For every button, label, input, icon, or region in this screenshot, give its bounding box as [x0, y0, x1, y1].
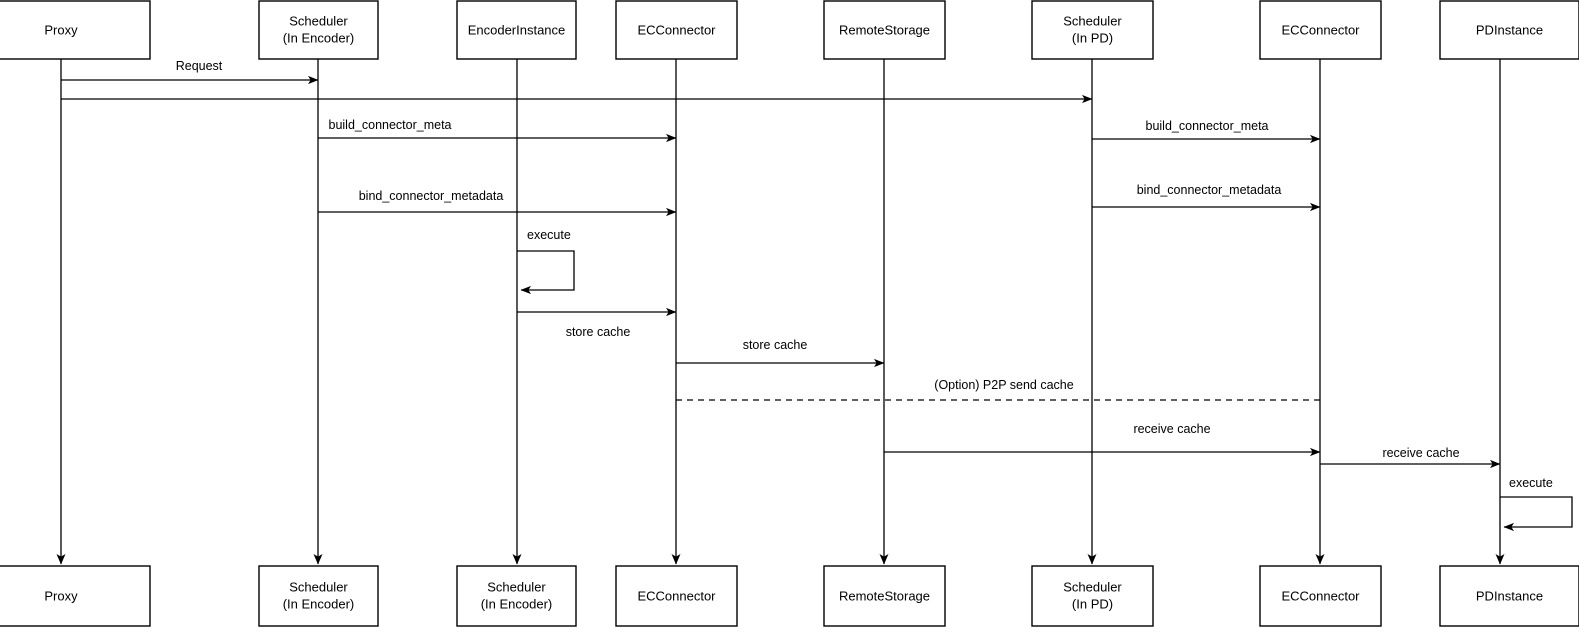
- participant-sublabel: (In Encoder): [283, 30, 355, 45]
- participant-box-bottom-pd_inst[interactable]: PDInstance: [1439, 565, 1579, 627]
- participant-label: ECConnector: [637, 22, 716, 37]
- participant-label: RemoteStorage: [839, 588, 930, 603]
- self-message-label-s2: execute: [1509, 476, 1553, 490]
- messages-group: Request build_connector_meta build_connect…: [61, 59, 1501, 469]
- message-label-m6: bind_connector_metadata: [1137, 183, 1282, 197]
- participant-box-top-remote_store[interactable]: RemoteStorage: [823, 0, 946, 60]
- participant-box-bottom-sched_enc[interactable]: Scheduler (In Encoder): [258, 565, 379, 627]
- self-messages-group: execute execute: [517, 228, 1573, 532]
- participant-sublabel: (In PD): [1072, 30, 1113, 45]
- participant-box-bottom-encoder_inst[interactable]: Scheduler (In Encoder): [456, 565, 577, 627]
- message-label-m9: (Option) P2P send cache: [934, 378, 1073, 392]
- participant-box-bottom-sched_pd[interactable]: Scheduler (In PD): [1031, 565, 1154, 627]
- self-message-s2[interactable]: [1500, 496, 1573, 532]
- message-label-m8: store cache: [743, 338, 808, 352]
- participant-box-bottom-ec_conn_left[interactable]: ECConnector: [615, 565, 738, 627]
- participant-sublabel: (In Encoder): [481, 596, 553, 611]
- participant-box-top-ec_conn_right[interactable]: ECConnector: [1259, 0, 1382, 60]
- message-label-m11: receive cache: [1382, 446, 1459, 460]
- participant-label: Proxy: [44, 588, 78, 603]
- participant-box-bottom-remote_store[interactable]: RemoteStorage: [823, 565, 946, 627]
- participant-label: Scheduler: [289, 579, 348, 594]
- participant-box-top-sched_enc[interactable]: Scheduler (In Encoder): [258, 0, 379, 60]
- participant-label: ECConnector: [1281, 22, 1360, 37]
- message-label-m4: build_connector_meta: [1146, 119, 1269, 133]
- participant-box-bottom-ec_conn_right[interactable]: ECConnector: [1259, 565, 1382, 627]
- participant-label: Scheduler: [1063, 579, 1122, 594]
- participant-label: EncoderInstance: [468, 22, 566, 37]
- participant-sublabel: (In Encoder): [283, 596, 355, 611]
- participant-label: Scheduler: [289, 13, 348, 28]
- participant-box-top-encoder_inst[interactable]: EncoderInstance: [456, 0, 577, 60]
- participant-label: ECConnector: [637, 588, 716, 603]
- participant-box-top-proxy[interactable]: Proxy: [0, 0, 151, 60]
- participant-box-bottom-proxy[interactable]: Proxy: [0, 565, 151, 627]
- participant-label: ECConnector: [1281, 588, 1360, 603]
- participant-label: Scheduler: [487, 579, 546, 594]
- message-label-m3: build_connector_meta: [329, 118, 452, 132]
- participant-sublabel: (In PD): [1072, 596, 1113, 611]
- participant-box-top-ec_conn_left[interactable]: ECConnector: [615, 0, 738, 60]
- message-label-m10: receive cache: [1133, 422, 1210, 436]
- message-label-m1: Request: [176, 59, 223, 73]
- participant-label: PDInstance: [1476, 22, 1543, 37]
- participant-box-top-pd_inst[interactable]: PDInstance: [1439, 0, 1579, 60]
- lifelines-group: [56, 59, 1505, 565]
- participant-box-top-sched_pd[interactable]: Scheduler (In PD): [1031, 0, 1154, 60]
- participant-label: PDInstance: [1476, 588, 1543, 603]
- self-message-s1[interactable]: [517, 250, 575, 295]
- top-participant-boxes: Proxy Scheduler (In Encoder) EncoderInstanc…: [0, 0, 1579, 60]
- self-message-label-s1: execute: [527, 228, 571, 242]
- bottom-participant-boxes: Proxy Scheduler (In Encoder) Scheduler (In E…: [0, 565, 1579, 627]
- message-label-m7: store cache: [566, 325, 631, 339]
- participant-label: Proxy: [44, 22, 78, 37]
- participant-label: RemoteStorage: [839, 22, 930, 37]
- message-label-m5: bind_connector_metadata: [359, 189, 504, 203]
- participant-label: Scheduler: [1063, 13, 1122, 28]
